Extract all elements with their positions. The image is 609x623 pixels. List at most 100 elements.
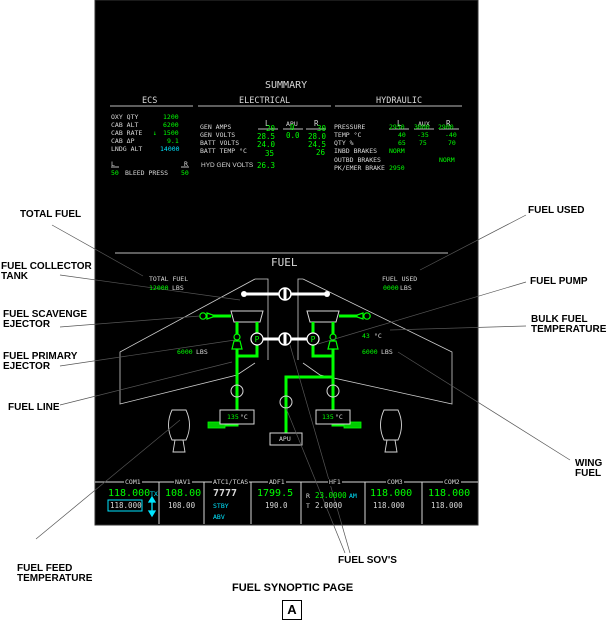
- hyd-value: 2900: [438, 123, 454, 131]
- right-heat-exchanger: [343, 421, 362, 429]
- electrical-title: ELECTRICAL: [239, 96, 291, 106]
- callout-line: WING: [575, 458, 603, 469]
- com2-active-freq[interactable]: 118.000: [428, 488, 471, 499]
- callout-bulk-fuel-temperature: BULK FUEL TEMPERATURE: [531, 315, 606, 335]
- nav1-standby-freq[interactable]: 108.00: [168, 501, 196, 510]
- atc-mode[interactable]: STBY: [213, 502, 229, 510]
- left-engine-icon: [168, 409, 190, 453]
- left-primary-ejector-icon: [231, 333, 243, 350]
- callout-line: EJECTOR: [3, 361, 51, 372]
- hyd-value: 65: [398, 139, 406, 147]
- com3-active-freq[interactable]: 118.000: [370, 488, 413, 499]
- ecs-label: CAB ΔP: [111, 137, 135, 145]
- left-feed-temp-box: [219, 409, 255, 425]
- callout-line: BULK FUEL: [531, 314, 588, 325]
- callout-line: FUEL SCAVENGE: [3, 309, 88, 320]
- ecs-value: 14000: [160, 145, 180, 153]
- ecs-value: 6200: [163, 121, 179, 129]
- right-wing-outline: [302, 278, 453, 405]
- nav1-active-freq[interactable]: 108.00: [165, 488, 202, 499]
- crossfeed-valve-lower-icon: [278, 332, 292, 346]
- callout-line: TANK: [1, 271, 29, 282]
- adf1-title: ADF1: [268, 478, 286, 486]
- com1-standby-box: [107, 499, 143, 512]
- ecs-value: 9.1: [167, 137, 179, 145]
- svg-text:P: P: [311, 335, 316, 344]
- ecs-label: CAB RATE: [111, 129, 143, 137]
- left-collector-tank: [230, 310, 264, 323]
- hyd-value: 3000: [414, 123, 430, 131]
- hyd-row-label: PK/EMER BRAKE: [334, 164, 385, 172]
- elec-col-header: R: [314, 119, 319, 128]
- adf1-standby-freq[interactable]: 190.0: [265, 501, 288, 510]
- tcas-mode[interactable]: ABV: [213, 513, 225, 521]
- callout-wing-fuel: WING FUEL: [575, 459, 602, 479]
- left-scavenge-ejector-icon: [199, 312, 231, 320]
- left-wing-fuel-value: 6000: [177, 348, 193, 356]
- ecs-label: LNDG ALT: [111, 145, 143, 153]
- hf1-r-mode: AM: [349, 492, 357, 500]
- elec-row-label: GEN VOLTS: [200, 131, 236, 139]
- elec-value: 28.0: [308, 132, 327, 141]
- right-feed-temp-value: 135: [322, 413, 334, 421]
- callout-line: TEMPERATURE: [531, 324, 607, 335]
- right-wing-fuel-unit: LBS: [381, 348, 393, 356]
- left-heat-exchanger: [207, 421, 226, 429]
- callout-fuel-primary-ejector: FUEL PRIMARY EJECTOR: [3, 352, 77, 372]
- ecs-title: ECS: [142, 96, 158, 106]
- atc-title: ATC1/TCAS: [212, 478, 250, 486]
- ecs-label: CAB ALT: [111, 121, 139, 129]
- radio-bar-dividers: [95, 481, 478, 524]
- hf1-t-freq[interactable]: 2.0000: [315, 501, 343, 510]
- com3-standby-freq[interactable]: 118.000: [373, 501, 405, 510]
- callout-fuel-sovs: FUEL SOV'S: [338, 555, 397, 566]
- left-wing-fuel-unit: LBS: [196, 348, 208, 356]
- crossfeed-valve-top-icon: [278, 287, 292, 301]
- hyd-value: 2950: [389, 123, 405, 131]
- fuel-used-label: FUEL USED: [382, 275, 418, 283]
- total-fuel-label: TOTAL FUEL: [149, 275, 189, 283]
- apu-box: [269, 432, 303, 446]
- elec-col-header: APU: [286, 120, 298, 128]
- hyd-value: 70: [448, 139, 456, 147]
- hyd-col-header: R: [446, 119, 451, 128]
- hyd-value: 2950: [389, 164, 405, 172]
- com2-standby-freq[interactable]: 118.000: [431, 501, 463, 510]
- hyd-col-header: L: [397, 119, 402, 128]
- left-fuel-pump-icon: P: [250, 332, 264, 346]
- cab-rate-down-arrow-icon: ↓: [153, 129, 157, 137]
- right-wing-fuel-value: 6000: [362, 348, 378, 356]
- right-engine-icon: [380, 409, 402, 453]
- hyd-col-header: AUX: [418, 120, 430, 128]
- callout-fuel-used: FUEL USED: [528, 205, 585, 216]
- com1-active-freq[interactable]: 118.000: [108, 488, 151, 499]
- right-collector-tank: [306, 310, 340, 323]
- elec-value: 0: [290, 123, 295, 132]
- nav1-title: NAV1: [174, 478, 192, 486]
- right-fuel-pump-icon: P: [306, 332, 320, 346]
- com1-standby-freq[interactable]: 118.000: [110, 501, 142, 510]
- hyd-value: NORM: [439, 156, 455, 164]
- hf1-r-freq[interactable]: 23.0000: [315, 491, 347, 500]
- com1-title: COM1: [124, 478, 142, 486]
- right-fuselage-wall: [297, 278, 303, 360]
- com1-tx-indicator: TX: [150, 490, 158, 498]
- callout-line: FUEL FEED: [17, 563, 73, 574]
- right-feed-temp-unit: °C: [335, 413, 343, 421]
- elec-value: 26: [316, 148, 326, 157]
- callout-line: TEMPERATURE: [17, 573, 93, 584]
- bleed-left-value: 50: [111, 169, 119, 177]
- callout-fuel-line: FUEL LINE: [8, 402, 60, 413]
- elec-row-label: BATT TEMP °C: [200, 147, 247, 155]
- screen-border: [94, 0, 479, 526]
- hyd-row-label: INBD BRAKES: [334, 147, 378, 155]
- elec-value: 28.5: [257, 132, 276, 141]
- callout-line: EJECTOR: [3, 319, 51, 330]
- right-feed-temp-box: [315, 409, 351, 425]
- atc-squawk-code[interactable]: 7777: [213, 488, 238, 499]
- total-fuel-value: 12000: [149, 284, 169, 292]
- summary-title: SUMMARY: [265, 80, 308, 91]
- fuel-used-value: 0000: [383, 284, 399, 292]
- adf1-active-freq[interactable]: 1799.5: [257, 488, 294, 499]
